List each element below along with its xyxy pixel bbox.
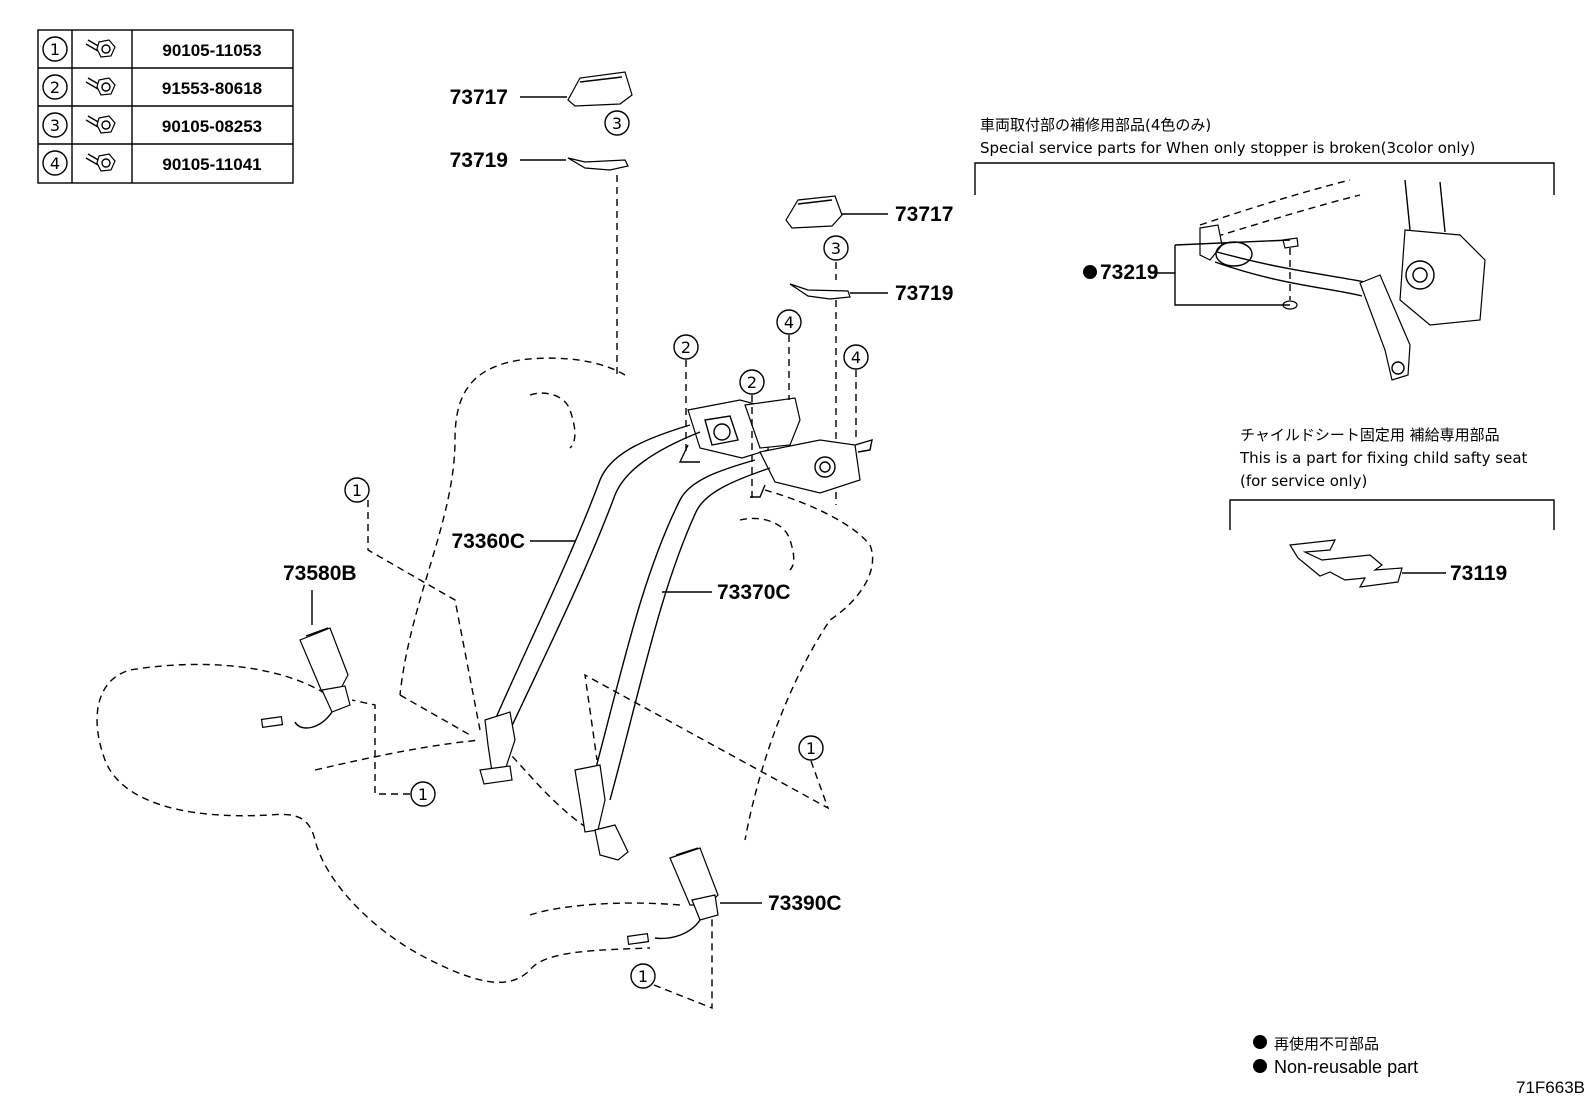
- stopper-service-section: 車両取付部の補修用部品(4色のみ) Special service parts …: [974, 116, 1555, 381]
- figure-code: 71F663B: [1516, 1078, 1585, 1097]
- belt-webbing-outer: 73360C: [451, 424, 701, 785]
- stopper-note-jp: 車両取付部の補修用部品(4色のみ): [980, 116, 1211, 134]
- callout-3-right: 3: [831, 239, 841, 258]
- belt-webbing-inner: 73370C: [574, 459, 791, 861]
- callout-1-right: 1: [806, 739, 816, 758]
- retractor-right: [750, 439, 873, 498]
- bolt-icon: [85, 115, 116, 134]
- bolt-icon: [85, 39, 116, 58]
- stopper-note-en: Special service parts for When only stop…: [980, 139, 1475, 157]
- label-clip-upper: 73719: [450, 149, 508, 172]
- bullet-icon: [1253, 1035, 1267, 1049]
- label-child-seat-part: 73119: [1450, 562, 1507, 585]
- callout-1-lower-left: 1: [418, 785, 428, 804]
- fastener-ref-2: 2: [50, 78, 60, 97]
- fastener-row-2: 2 91553-80618: [42, 74, 262, 100]
- callout-3-upper: 3: [612, 114, 622, 133]
- fastener-row-4: 4 90105-11041: [42, 150, 262, 176]
- retractor-left: [678, 397, 801, 463]
- fastener-ref-4: 4: [50, 154, 60, 173]
- label-cover-right: 73717: [895, 203, 953, 226]
- callout-2-b: 2: [747, 373, 757, 392]
- label-buckle-right: 73390C: [768, 892, 842, 915]
- callouts-1: 1 1 1 1: [344, 477, 830, 1010]
- callout-1-bottom: 1: [638, 967, 648, 986]
- retractor-callouts: 2 2 4 4: [673, 309, 869, 500]
- child-note-en-1: This is a part for fixing child safty se…: [1239, 449, 1528, 467]
- child-note-en-2: (for service only): [1240, 472, 1367, 490]
- seat-outline: [96, 357, 874, 983]
- child-seat-service-section: チャイルドシート固定用 補給専用部品 This is a part for fi…: [1229, 426, 1555, 588]
- upper-anchor-cover: 73717 3 73719: [450, 71, 633, 375]
- label-buckle-left: 73580B: [283, 562, 357, 585]
- legend-en: Non-reusable part: [1274, 1057, 1418, 1077]
- label-belt-inner: 73370C: [717, 581, 791, 604]
- label-cover-upper: 73717: [450, 86, 508, 109]
- fastener-ref-3: 3: [50, 116, 60, 135]
- label-stopper-kit: 73219: [1100, 261, 1158, 284]
- fastener-ref-1: 1: [50, 40, 60, 59]
- callout-2-a: 2: [681, 338, 691, 357]
- fastener-part-number-2: 91553-80618: [162, 79, 262, 98]
- fastener-row-1: 1 90105-11053: [42, 36, 262, 62]
- callout-4-a: 4: [784, 313, 794, 332]
- child-note-jp: チャイルドシート固定用 補給専用部品: [1240, 426, 1500, 444]
- fastener-row-3: 3 90105-08253: [42, 112, 262, 138]
- bolt-icon: [85, 77, 116, 96]
- fastener-table: 1 90105-11053 2 91553-80618 3: [37, 29, 294, 184]
- callout-4-b: 4: [851, 348, 861, 367]
- legend-jp: 再使用不可部品: [1274, 1035, 1379, 1053]
- bullet-icon: [1253, 1059, 1267, 1073]
- label-clip-right: 73719: [895, 282, 953, 305]
- buckle-left: 73580B: [260, 562, 357, 729]
- label-belt-outer: 73360C: [451, 530, 525, 553]
- callout-1-upper-left: 1: [352, 481, 362, 500]
- bolt-icon: [85, 153, 116, 172]
- buckle-right: 73390C: [626, 847, 842, 946]
- fastener-part-number-1: 90105-11053: [162, 41, 261, 60]
- legend: 再使用不可部品 Non-reusable part: [1253, 1035, 1418, 1077]
- fastener-part-number-3: 90105-08253: [162, 117, 262, 136]
- fastener-part-number-4: 90105-11041: [162, 155, 261, 174]
